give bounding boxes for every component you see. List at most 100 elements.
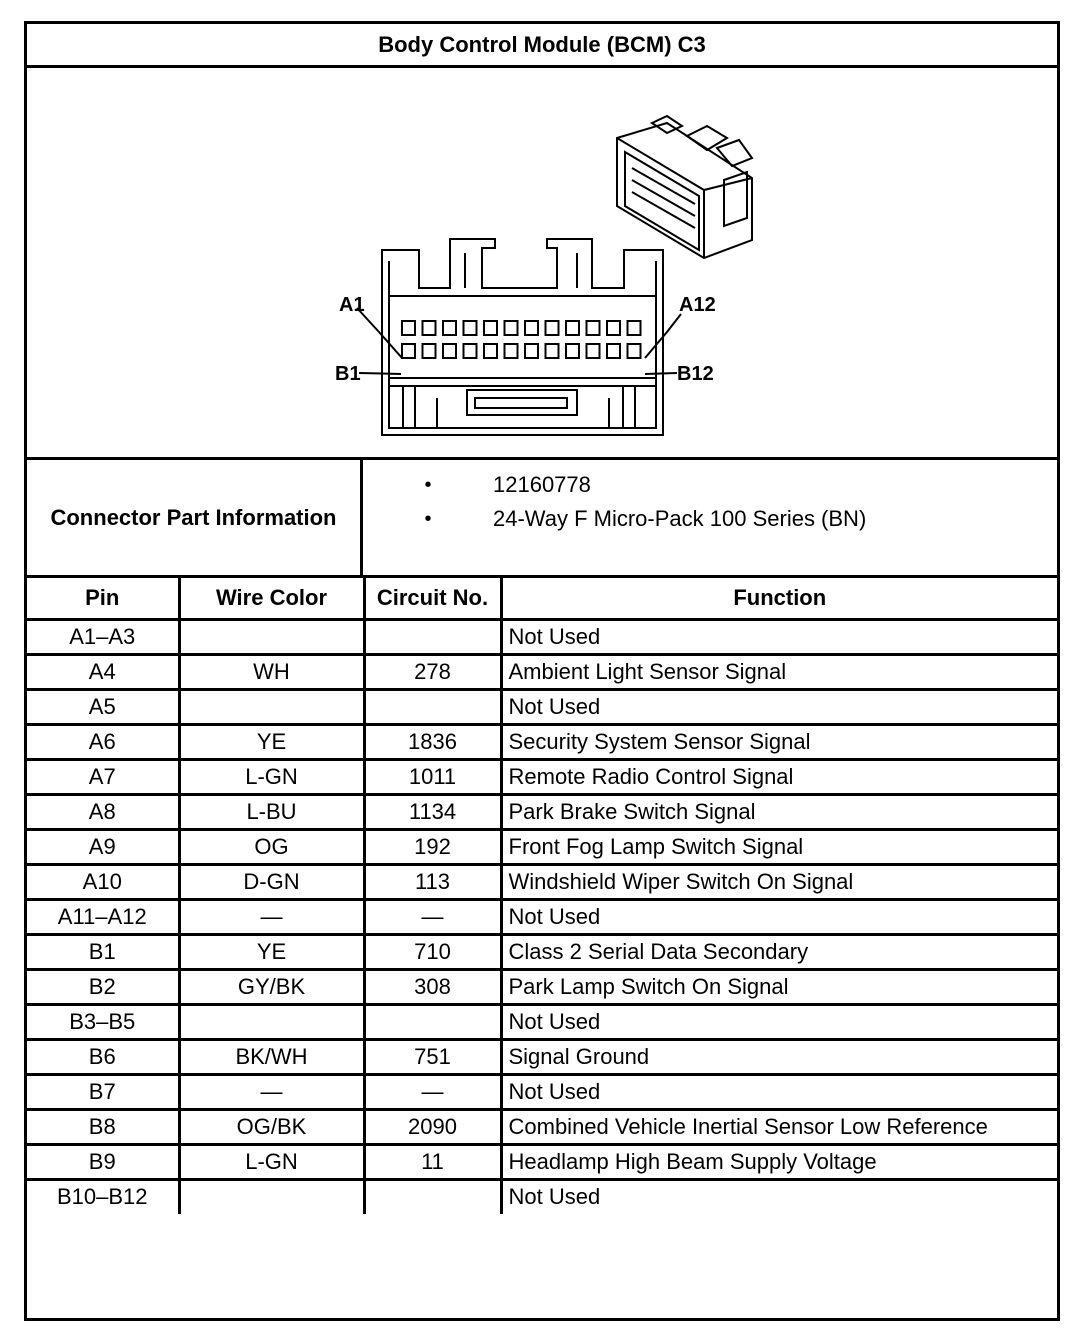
cell-wire-color [177,617,366,656]
pin-cavity [442,343,457,359]
pin-cavity [606,320,621,336]
cell-wire-color: GY/BK [177,967,366,1006]
cell-wire-color [177,1177,366,1214]
table-row: A11–A12——Not Used [27,897,1057,936]
cell-circuit-no: 1011 [362,757,503,796]
cell-wire-color: OG [177,827,366,866]
cell-pin: A10 [27,862,181,901]
cell-circuit-no: 192 [362,827,503,866]
cell-wire-color: OG/BK [177,1107,366,1146]
header-function: Function [499,578,1057,621]
pin-cavity [544,320,560,336]
pin-cavity [524,320,539,336]
cell-pin: A4 [27,652,181,691]
pin-cavity [544,343,560,359]
pin-cavity [626,343,642,359]
list-item: • 24-Way F Micro-Pack 100 Series (BN) [363,502,866,536]
cell-circuit-no: 113 [362,862,503,901]
connector-isometric-icon [616,114,754,260]
pin-cavity [401,320,416,336]
cell-function: Class 2 Serial Data Secondary [499,932,1057,971]
bullet-icon: • [424,507,432,530]
cell-function: Signal Ground [499,1037,1057,1076]
cell-function: Windshield Wiper Switch On Signal [499,862,1057,901]
connector-face-icon: A1 A12 B1 B12 [335,114,754,436]
cell-wire-color: YE [177,932,366,971]
pin-cavity [483,343,498,359]
pin-cavity [626,320,642,336]
table-header-row: Pin Wire Color Circuit No. Function [27,578,1057,621]
pin-cavity [462,343,478,359]
page-title: Body Control Module (BCM) C3 [27,24,1057,68]
cell-circuit-no: 278 [362,652,503,691]
cell-circuit-no [362,1177,503,1214]
pin-cavity [442,320,457,336]
cell-wire-color: — [177,897,366,936]
list-item: • 12160778 [363,468,590,502]
pin-b1-label: B1 [335,363,361,385]
pin-cavity [606,343,621,359]
cell-pin: A11–A12 [27,897,181,936]
cell-pin: B1 [27,932,181,971]
pin-cavity [421,320,437,336]
cell-function: Park Lamp Switch On Signal [499,967,1057,1006]
cell-wire-color: L-BU [177,792,366,831]
cell-wire-color [177,687,366,726]
cell-wire-color: — [177,1072,366,1111]
pin-cavity [585,320,601,336]
pin-a1-label: A1 [339,294,365,316]
cell-function: Not Used [499,1072,1057,1111]
cell-function: Not Used [499,1002,1057,1041]
cell-wire-color: YE [177,722,366,761]
cell-wire-color [177,1002,366,1041]
cell-pin: B7 [27,1072,181,1111]
pin-cavity [565,343,580,359]
connector-part-info-label: Connector Part Information [27,460,363,575]
cell-circuit-no: 11 [362,1142,503,1181]
cell-pin: A5 [27,687,181,726]
cell-circuit-no: 710 [362,932,503,971]
cell-wire-color: WH [177,652,366,691]
cell-function: Not Used [499,897,1057,936]
pin-b12-label: B12 [677,363,714,385]
pin-cavity [503,343,519,359]
cell-pin: A7 [27,757,181,796]
pin-cavity [524,343,539,359]
cell-function: Park Brake Switch Signal [499,792,1057,831]
pin-cavity [462,320,478,336]
cell-pin: A9 [27,827,181,866]
cell-circuit-no: 751 [362,1037,503,1076]
cell-circuit-no [362,687,503,726]
cell-wire-color: BK/WH [177,1037,366,1076]
bullet-icon: • [424,473,432,496]
header-wire-color: Wire Color [177,578,366,621]
connector-part-info-list: • 12160778 • 24-Way F Micro-Pack 100 Ser… [363,460,1057,575]
connector-sheet: Body Control Module (BCM) C3 [24,21,1060,1321]
table-row: B7——Not Used [27,1072,1057,1111]
cell-circuit-no: — [362,1072,503,1111]
cell-circuit-no [362,617,503,656]
pinout-table: Pin Wire Color Circuit No. Function A1–A… [27,578,1057,1214]
cell-function: Combined Vehicle Inertial Sensor Low Ref… [499,1107,1057,1146]
cell-pin: B10–B12 [27,1177,181,1214]
cell-circuit-no: 2090 [362,1107,503,1146]
cell-pin: B8 [27,1107,181,1146]
cell-wire-color: L-GN [177,757,366,796]
connector-description: 24-Way F Micro-Pack 100 Series (BN) [493,506,867,531]
pin-a12-label: A12 [679,294,716,316]
cell-wire-color: D-GN [177,862,366,901]
cell-function: Not Used [499,617,1057,656]
header-circuit-no: Circuit No. [362,578,503,621]
cell-circuit-no: 1134 [362,792,503,831]
cell-circuit-no [362,1002,503,1041]
